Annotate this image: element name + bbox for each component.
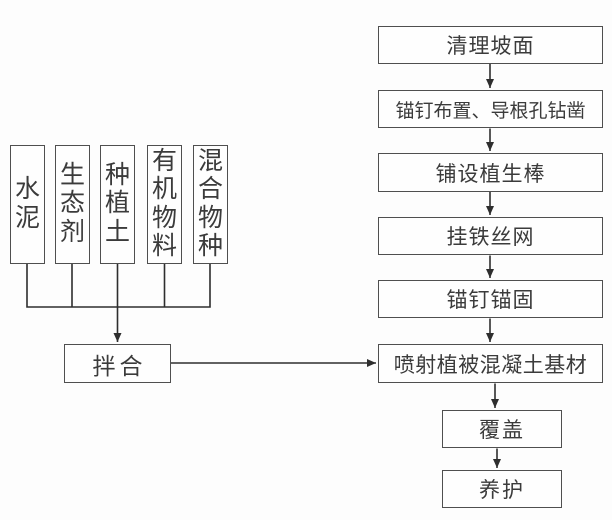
step-label-spray-vegetation-concrete: 喷射植被混凝土基材 [393, 352, 588, 377]
mix-box: 拌合 [64, 344, 171, 383]
step-label-cover: 覆盖 [479, 418, 525, 442]
material-label-mixed-species: 混合物种 [197, 148, 223, 260]
mix-label: 拌合 [92, 353, 147, 379]
material-box-mixed-species: 混合物种 [193, 145, 228, 264]
material-label-eco-agent: 生态剂 [59, 162, 85, 246]
step-box-lay-vegetation-rods: 铺设植生棒 [378, 153, 603, 192]
step-box-anchor-layout-drilling: 锚钉布置、导根孔钻凿 [378, 90, 603, 128]
materials-connector-outer [26, 263, 211, 308]
material-box-planting-soil: 种植土 [100, 145, 135, 264]
material-label-cement: 水泥 [14, 176, 40, 232]
step-box-clear-slope: 清理坡面 [378, 26, 603, 64]
step-box-hang-wire-mesh: 挂铁丝网 [378, 217, 603, 255]
step-label-anchor-layout-drilling: 锚钉布置、导根孔钻凿 [395, 100, 586, 122]
step-box-curing: 养护 [442, 470, 562, 508]
step-box-spray-vegetation-concrete: 喷射植被混凝土基材 [378, 344, 603, 383]
material-label-organic-material: 有机物料 [151, 148, 177, 260]
material-box-eco-agent: 生态剂 [55, 145, 90, 264]
step-box-anchor-fixing: 锚钉锚固 [378, 280, 603, 318]
material-box-organic-material: 有机物料 [147, 145, 182, 264]
step-label-clear-slope: 清理坡面 [446, 34, 535, 58]
step-label-curing: 养护 [479, 478, 525, 502]
material-label-planting-soil: 种植土 [104, 162, 130, 246]
step-label-hang-wire-mesh: 挂铁丝网 [446, 225, 535, 249]
step-label-lay-vegetation-rods: 铺设植生棒 [435, 161, 546, 186]
step-box-cover: 覆盖 [442, 410, 562, 448]
step-label-anchor-fixing: 锚钉锚固 [446, 288, 535, 312]
material-box-cement: 水泥 [10, 145, 45, 264]
